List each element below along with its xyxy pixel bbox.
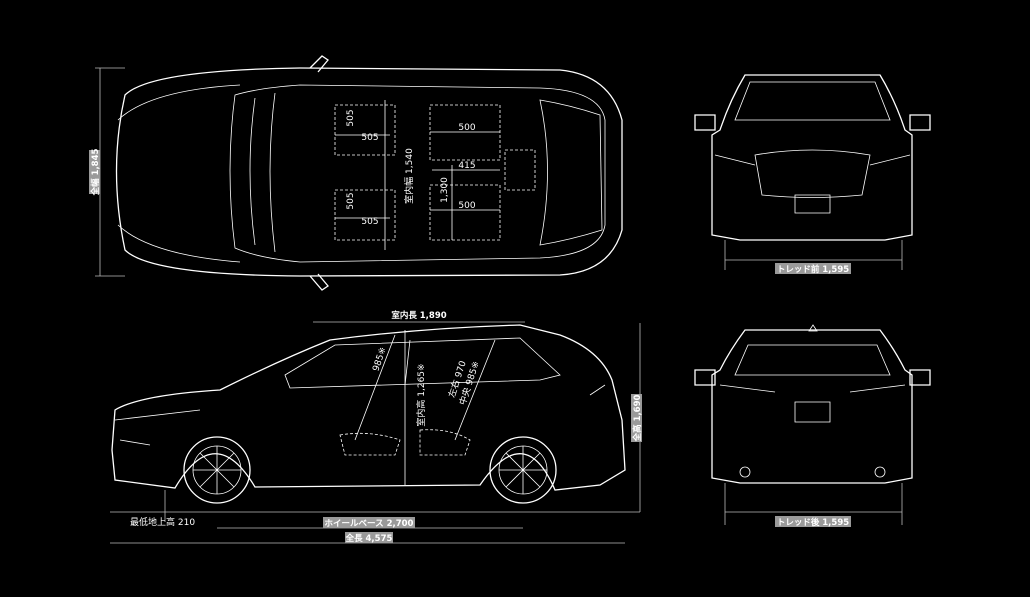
top-view: 全幅 1,845 505 505 505 505 500 500 415 室内幅…	[89, 55, 623, 291]
rear-tread: トレッド後 1,595	[777, 517, 849, 528]
overall-width-label: 全幅 1,845	[90, 148, 101, 196]
rear-view: トレッド後 1,595	[694, 324, 931, 528]
rear-seat-width-left: 500	[458, 123, 475, 133]
interior-length: 室内長 1,890	[391, 310, 446, 321]
rear-interior-width: 1,300	[440, 177, 450, 203]
overall-length: 全長 4,575	[345, 533, 393, 544]
overall-height: 全高 1,690	[632, 394, 643, 442]
interior-height: 室内高 1,265※	[415, 363, 427, 426]
rear-seat-width-right: 500	[458, 201, 475, 211]
front-seat-width-right: 505	[361, 217, 378, 227]
front-view: トレッド前 1,595	[694, 74, 931, 275]
side-view: 室内長 1,890 985※ 左右 970 中央 985※ 室内高 1,265※…	[110, 310, 643, 544]
rear-center-width: 415	[458, 161, 475, 171]
front-seat-depth-left: 505	[346, 109, 356, 126]
interior-width: 室内幅 1,540	[403, 148, 415, 204]
front-seat-depth-right: 505	[346, 192, 356, 209]
front-tread: トレッド前 1,595	[777, 264, 849, 275]
front-seat-width-left: 505	[361, 133, 378, 143]
ground-clearance: 最低地上高 210	[130, 516, 195, 528]
wheelbase: ホイールベース 2,700	[325, 519, 414, 529]
